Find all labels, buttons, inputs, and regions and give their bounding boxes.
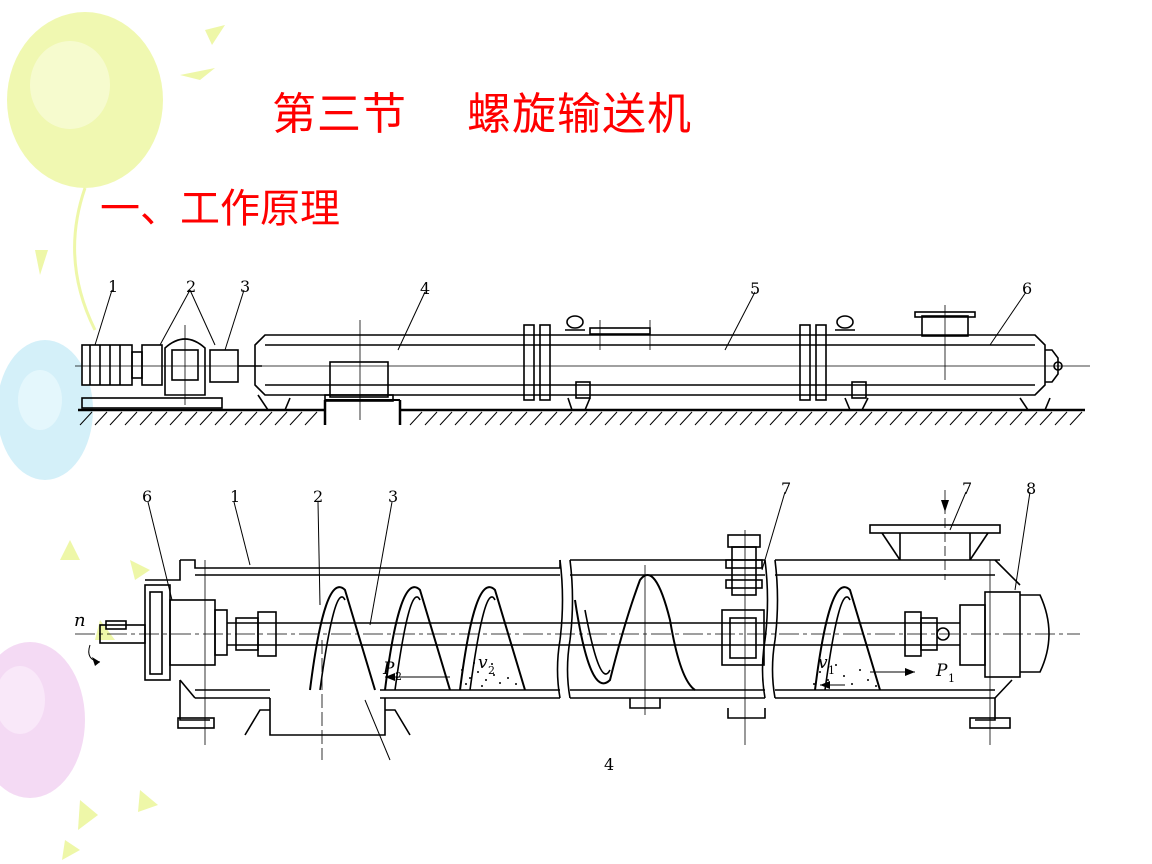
force-symbol-p2-sub: 2 bbox=[395, 670, 402, 683]
slide-subtitle: 一、工作原理 bbox=[100, 186, 340, 232]
bottom-label-7-outlet: 7 bbox=[962, 479, 972, 498]
slide-title: 第三节 螺旋输送机 bbox=[272, 89, 692, 140]
top-label-5: 5 bbox=[750, 279, 760, 298]
velocity-symbol-v1: v bbox=[818, 653, 828, 673]
bottom-label-8: 8 bbox=[1026, 479, 1036, 498]
bottom-label-2: 2 bbox=[313, 487, 323, 506]
bottom-label-6-left: 6 bbox=[142, 487, 152, 506]
bottom-label-7-hanger: 7 bbox=[781, 479, 791, 498]
bottom-label-1: 1 bbox=[230, 487, 240, 506]
top-label-1: 1 bbox=[108, 277, 118, 296]
top-label-2: 2 bbox=[186, 277, 196, 296]
force-symbol-p2: P bbox=[382, 659, 395, 679]
velocity-symbol-v2: v bbox=[478, 653, 488, 673]
force-symbol-p1: P bbox=[935, 661, 948, 681]
top-label-3: 3 bbox=[240, 277, 250, 296]
bottom-label-4: 4 bbox=[604, 755, 614, 774]
top-label-6: 6 bbox=[1022, 279, 1032, 298]
force-symbol-p1-sub: 1 bbox=[948, 672, 955, 685]
top-label-4: 4 bbox=[420, 279, 430, 298]
rotation-symbol-n: n bbox=[74, 610, 86, 631]
bottom-label-3: 3 bbox=[388, 487, 398, 506]
velocity-symbol-v2-sub: 2 bbox=[488, 664, 495, 677]
velocity-symbol-v1-sub: 1 bbox=[828, 664, 835, 677]
